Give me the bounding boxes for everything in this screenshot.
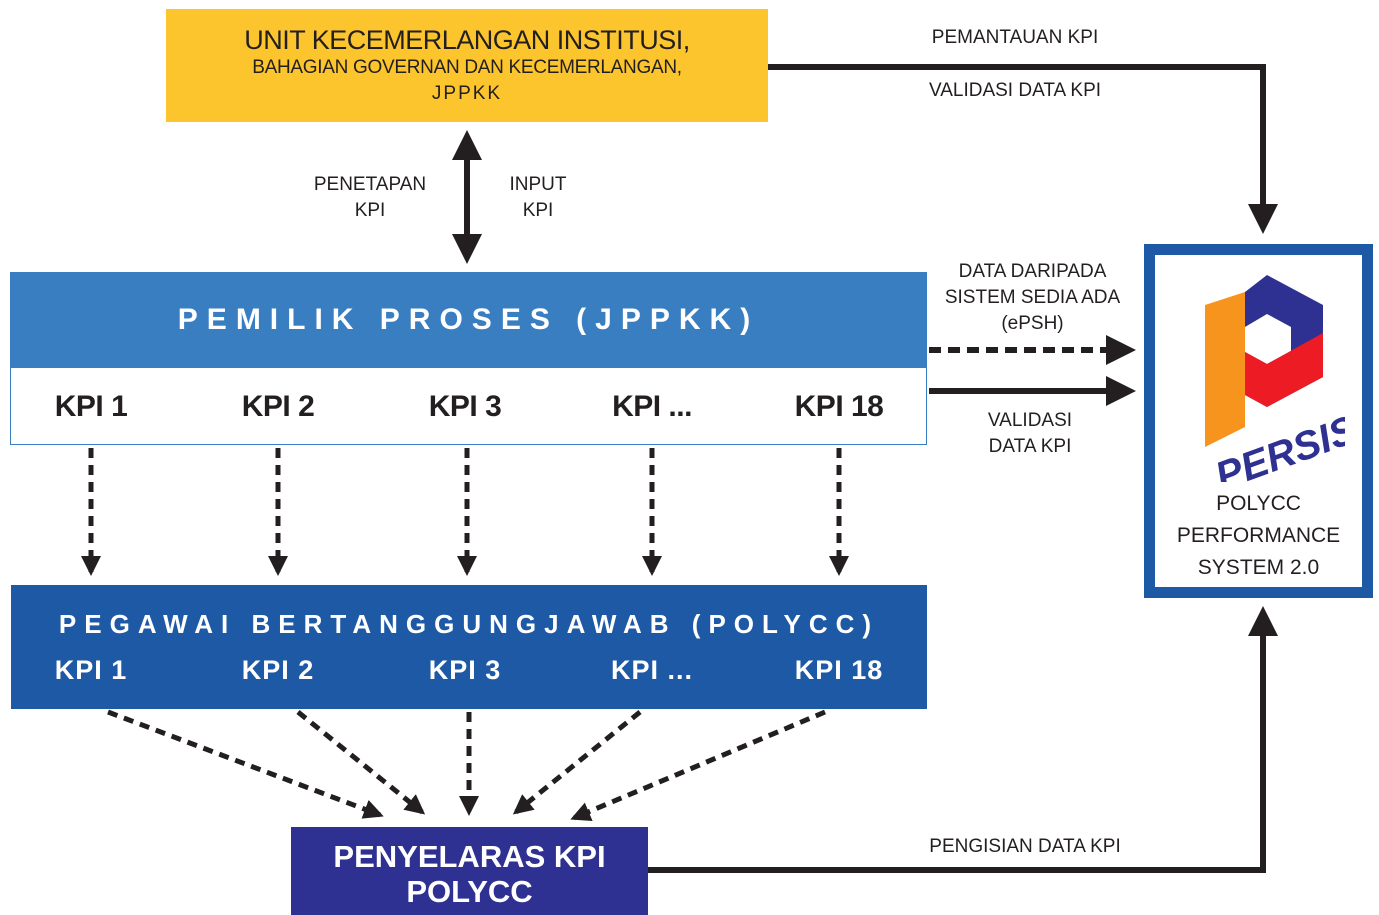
pemilik-kpi-18: KPI 18 <box>794 390 884 423</box>
data-daripada-line2: SISTEM SEDIA ADA <box>944 287 1121 308</box>
validasi-mid-label: VALIDASI DATA KPI <box>930 408 1130 460</box>
penyelaras-line2: POLYCC <box>406 874 533 909</box>
pemilik-kpi-etc: KPI ... <box>612 390 692 423</box>
pemilik-proses-box: PEMILIK PROSES (JPPKK) <box>10 272 927 368</box>
input-line2: KPI <box>522 200 554 221</box>
pegawai-title: PEGAWAI BERTANGGUNGJAWAB (POLYCC) <box>58 609 880 639</box>
pegawai-kpi-2: KPI 2 <box>241 655 315 685</box>
pegawai-kpi-etc: KPI ... <box>610 655 693 685</box>
persist-system-box: PERSIST POLYCC PERFORMANCE SYSTEM 2.0 <box>1144 244 1373 598</box>
validasi-mid-line2: DATA KPI <box>988 436 1072 457</box>
unit-box-line1: UNIT KECEMERLANGAN INSTITUSI, <box>244 25 690 55</box>
pemilik-kpi-strip: KPI 1 KPI 2 KPI 3 KPI ... KPI 18 <box>10 367 927 445</box>
pegawai-kpi-1: KPI 1 <box>54 655 128 685</box>
unit-box-line3: JPPKK <box>431 83 503 104</box>
persist-name-line3: SYSTEM 2.0 <box>1197 556 1320 579</box>
persist-name-line2: PERFORMANCE <box>1176 524 1341 547</box>
kpi-down-arrows <box>81 448 849 576</box>
pegawai-kpi-3: KPI 3 <box>428 655 502 685</box>
penetapan-line1: PENETAPAN <box>313 174 427 195</box>
data-daripada-line1: DATA DARIPADA <box>958 261 1107 282</box>
persist-system-name: POLYCC PERFORMANCE SYSTEM 2.0 <box>1155 488 1362 584</box>
pemilik-title: PEMILIK PROSES (JPPKK) <box>177 303 760 336</box>
unit-box-line2: BAHAGIAN GOVERNAN DAN KECEMERLANGAN, <box>252 57 682 78</box>
penetapan-line2: KPI <box>354 200 386 221</box>
pemilik-kpi-3: KPI 3 <box>428 390 502 423</box>
pemantauan-label: PEMANTAUAN KPI <box>931 27 1099 48</box>
pengisian-arrow <box>648 606 1278 873</box>
penyelaras-box: PENYELARAS KPI POLYCC <box>291 827 648 915</box>
pegawai-kpi-18: KPI 18 <box>794 655 884 685</box>
input-label: INPUT KPI <box>478 172 598 224</box>
unit-kecemerlangan-box: UNIT KECEMERLANGAN INSTITUSI, BAHAGIAN G… <box>166 9 768 122</box>
validasi-mid-line1: VALIDASI <box>987 410 1073 431</box>
validasi-top-label: VALIDASI DATA KPI <box>928 80 1102 101</box>
pengisian-label: PENGISIAN DATA KPI <box>929 836 1121 857</box>
pegawai-box: PEGAWAI BERTANGGUNGJAWAB (POLYCC) KPI 1 … <box>11 585 927 709</box>
penetapan-label: PENETAPAN KPI <box>290 172 450 224</box>
data-daripada-line3: (ePSH) <box>1001 313 1064 334</box>
pemilik-kpi-2: KPI 2 <box>241 390 315 423</box>
data-daripada-label: DATA DARIPADA SISTEM SEDIA ADA (ePSH) <box>920 259 1145 337</box>
pemantauan-arrow <box>768 64 1278 234</box>
input-line1: INPUT <box>509 174 567 195</box>
converging-arrows <box>107 709 826 821</box>
penyelaras-line1: PENYELARAS KPI <box>333 839 606 874</box>
persist-logo-icon: PERSIST <box>1205 275 1345 482</box>
pemilik-kpi-1: KPI 1 <box>54 390 128 423</box>
persist-name-line1: POLYCC <box>1216 492 1301 515</box>
